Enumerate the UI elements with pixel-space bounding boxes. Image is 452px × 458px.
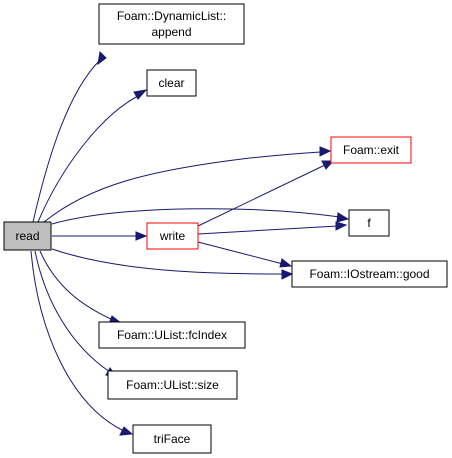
node-write-label: write (159, 229, 186, 243)
node-read[interactable]: read (3, 221, 52, 251)
edge-write-exit (197, 164, 326, 227)
node-size[interactable]: Foam::UList::size (107, 370, 238, 400)
node-append[interactable]: Foam::DynamicList:: append (98, 3, 245, 45)
call-graph-edges (30, 50, 350, 436)
node-write[interactable]: write (146, 222, 199, 250)
node-good[interactable]: Foam::IOstream::good (291, 260, 448, 288)
arrowhead-write-good (279, 258, 293, 268)
node-good-label: Foam::IOstream::good (309, 267, 429, 281)
arrowhead-write-f (335, 221, 348, 231)
edge-write-f (197, 225, 339, 235)
edge-read-clear (37, 94, 141, 223)
edge-read-fcIndex (39, 250, 114, 321)
arrowhead-read-exit (319, 146, 332, 157)
edge-read-size (34, 250, 111, 373)
node-f[interactable]: f (348, 209, 390, 237)
edge-read-good (51, 248, 285, 275)
arrowhead-write-exit (321, 160, 335, 170)
node-clear-label: clear (158, 76, 184, 90)
arrowhead-read-f (336, 212, 350, 223)
edge-read-exit (43, 151, 323, 223)
edge-read-f (51, 208, 341, 225)
node-exit-label: Foam::exit (343, 143, 400, 157)
arrowhead-read-write (135, 231, 148, 241)
node-f-label: f (367, 216, 371, 230)
arrowhead-read-clear (133, 89, 148, 100)
node-clear[interactable]: clear (146, 69, 197, 97)
node-append-label-line1: Foam::DynamicList:: (117, 9, 226, 23)
node-size-label: Foam::UList::size (126, 378, 219, 392)
node-triFace-label: triFace (154, 432, 191, 446)
arrowhead-read-append (97, 50, 107, 66)
node-append-label-line2: append (151, 25, 191, 39)
edge-read-append (32, 59, 101, 223)
arrowhead-read-good (281, 269, 294, 280)
node-exit[interactable]: Foam::exit (330, 136, 412, 164)
node-fcIndex[interactable]: Foam::UList::fcIndex (98, 321, 246, 349)
edge-write-good (197, 241, 284, 265)
edge-read-triFace (30, 250, 125, 432)
node-read-label: read (15, 229, 39, 243)
node-triFace[interactable]: triFace (132, 424, 212, 454)
arrowhead-read-triFace (119, 426, 134, 436)
node-fcIndex-label: Foam::UList::fcIndex (117, 328, 227, 342)
